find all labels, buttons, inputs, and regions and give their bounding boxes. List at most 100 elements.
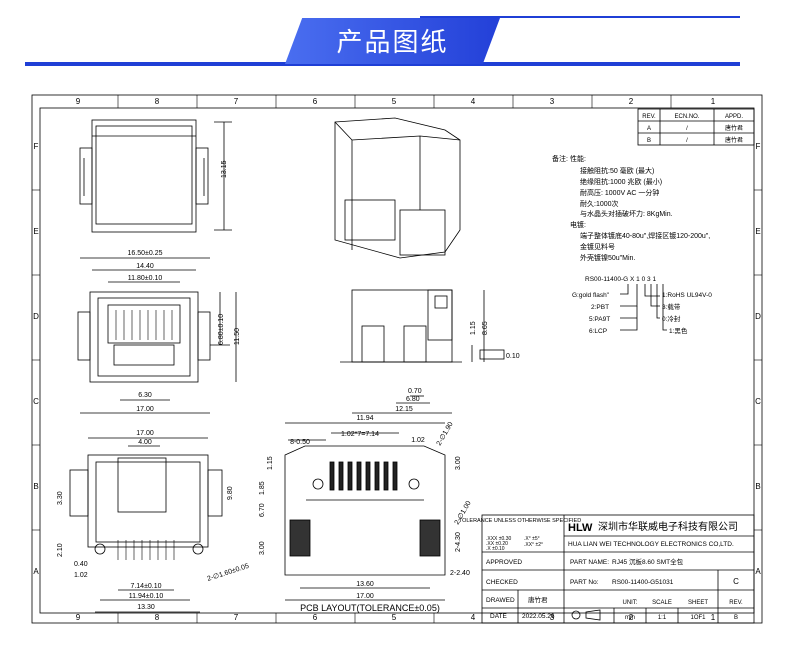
- part-code-left-0: G:gold flash": [572, 292, 610, 299]
- pcb-1-85: 1.85: [259, 481, 266, 495]
- dim-17-00-top: 17.00: [136, 406, 154, 413]
- notes-line-8: 金镀见料号: [580, 242, 615, 251]
- pcb-3-00b: 3.00: [259, 541, 266, 555]
- dim-11-50: 11.50: [234, 328, 241, 345]
- part-code-right-0: 1:RoHS UL94V-0: [662, 292, 712, 299]
- top-col-9: 9: [76, 97, 81, 106]
- unit-label: UNIT:: [623, 600, 638, 606]
- notes-line-9: 外壳镀镍50u"Min.: [580, 253, 635, 262]
- tol-line-2: .X ±0.10: [486, 546, 505, 552]
- left-row-e: E: [33, 227, 38, 236]
- bottom-col-9: 9: [76, 613, 81, 622]
- frame-outer: [31, 94, 763, 624]
- scale-label: SCALE: [652, 600, 672, 606]
- right-row-b: B: [755, 482, 760, 491]
- drawn-by: 唐竹君: [528, 595, 548, 604]
- dim-side-0-70: 0.70: [408, 388, 422, 395]
- dim-side-8-65: 8.65: [482, 321, 489, 335]
- pcb-13-60: 13.60: [356, 581, 374, 588]
- rev-row-b-ecn: /: [686, 138, 688, 144]
- header-rule: [25, 62, 740, 66]
- pcb-hole-1-90: 2-∅1.90: [436, 421, 455, 447]
- dim-6-30: 6.30: [138, 392, 152, 399]
- dim-flatness: 0.10: [506, 353, 520, 360]
- scale-value: 1:1: [658, 615, 667, 621]
- top-view: 16.50±0.25 14.40 11.80±0.10 6.30 17.00 6…: [77, 250, 241, 414]
- rev-letter: C: [733, 577, 739, 586]
- right-row-d: D: [755, 312, 761, 321]
- part-code-right-3: 1:黑色: [669, 326, 688, 335]
- dim-b-7-14: 7.14±0.10: [130, 583, 161, 590]
- bottom-col-2: 2: [629, 613, 634, 622]
- pcb-6-70: 6.70: [259, 503, 266, 517]
- dim-front-height: 13.15: [221, 160, 228, 178]
- side-view: 1.15 8.65 0.10 0.70 6.80 12.15: [340, 289, 520, 414]
- right-row-c: C: [755, 397, 761, 406]
- part-no-label: PART No:: [570, 579, 599, 586]
- title-block: TOLERANCE UNLESS OTHERWISE SPECIFIED .XX…: [459, 514, 755, 624]
- dim-b-1-02: 1.02: [74, 572, 88, 579]
- company-name-en: HUA LIAN WEI TECHNOLOGY ELECTRONICS CO,L…: [568, 541, 734, 548]
- top-col-4: 4: [471, 97, 476, 106]
- ecn-header: ECN.NO.: [674, 114, 699, 120]
- part-no-value: RS00-11400-G51031: [612, 579, 674, 586]
- rev-row-a-ecn: /: [686, 126, 688, 132]
- notes-title: 备注:: [552, 154, 568, 163]
- sheet-value: 1OF1: [690, 615, 706, 621]
- notes-line-4: 耐久:1000次: [580, 199, 619, 208]
- part-code: RS00-11400-G X 1 0 3 1: [585, 276, 656, 283]
- notes-line-0: 性能:: [570, 154, 586, 163]
- rev-row-a-appd: 唐竹君: [725, 124, 743, 132]
- bottom-col-7: 7: [234, 613, 239, 622]
- part-code-left-3: 6:LCP: [589, 328, 607, 335]
- checked-label: CHECKED: [486, 579, 518, 586]
- top-col-2: 2: [629, 97, 634, 106]
- part-name-label: PART NAME:: [570, 559, 609, 566]
- dim-b-0-40: 0.40: [74, 561, 88, 568]
- notes: 备注: 性能: 接触阻抗:50 毫欧 (最大) 绝缘阻抗:1000 兆欧 (最小…: [552, 154, 710, 262]
- notes-line-2: 绝缘阻抗:1000 兆欧 (最小): [580, 177, 662, 186]
- page-header: 产品图纸: [0, 0, 790, 80]
- pcb-layout: 11.94 8-0.50 1.02*7=7.14 1.02 2-∅1.90 3.…: [259, 415, 473, 613]
- part-code-left-2: 5:PA9T: [589, 316, 610, 323]
- tol-line-0: .XXX ±0.30: [486, 536, 511, 542]
- top-col-5: 5: [392, 97, 397, 106]
- dim-11-80: 11.80±0.10: [128, 275, 163, 282]
- rev-label: REV.: [729, 600, 743, 606]
- dim-b-hole: 2-∅1.60±0.05: [206, 563, 250, 583]
- appd-header: APPD.: [725, 114, 743, 120]
- projection-symbol-icon: [571, 610, 581, 620]
- left-row-b: B: [33, 482, 38, 491]
- dim-6-80: 6.80±0.10: [218, 314, 225, 345]
- pcb-1-02: 1.02: [411, 437, 425, 444]
- bottom-col-1: 1: [711, 613, 716, 622]
- left-row-f: F: [34, 142, 39, 151]
- pcb-1-15: 1.15: [267, 456, 274, 470]
- dim-b-4-00: 4.00: [138, 439, 152, 446]
- rev-row-b: B: [647, 138, 651, 144]
- header-accent-line: [420, 16, 740, 18]
- front-view: 13.15: [79, 119, 232, 233]
- dim-side-1-15: 1.15: [470, 321, 477, 335]
- company-logo: HLW: [568, 522, 593, 534]
- page-title: 产品图纸: [336, 28, 449, 58]
- tol-ang-0: .X° ±5°: [524, 536, 540, 542]
- dim-b-3-30: 3.30: [57, 491, 64, 505]
- dim-side-6-80: 6.80: [406, 396, 420, 403]
- tol-title: TOLERANCE UNLESS OTHERWISE SPECIFIED: [459, 518, 581, 524]
- tol-ang-1: .XX° ±2°: [524, 542, 543, 548]
- right-row-e: E: [755, 227, 760, 236]
- rev-row-b-appd: 唐竹君: [725, 136, 743, 144]
- pcb-11-94: 11.94: [357, 415, 374, 422]
- revision-table: REV. ECN.NO. APPD. A / 唐竹君 B / 唐竹君: [637, 108, 755, 146]
- part-code-right-2: 0:冷封: [662, 314, 681, 323]
- pcb-3-00: 3.00: [455, 456, 462, 470]
- notes-line-3: 耐高压: 1000V AC 一分钟: [580, 188, 659, 197]
- top-col-6: 6: [313, 97, 318, 106]
- part-code-left-1: 2:PBT: [591, 304, 609, 311]
- pcb-8-0-50: 8-0.50: [290, 439, 310, 446]
- dim-side-12-15: 12.15: [395, 406, 413, 413]
- dim-16-50: 16.50±0.25: [128, 250, 163, 257]
- dim-14-40: 14.40: [136, 263, 154, 270]
